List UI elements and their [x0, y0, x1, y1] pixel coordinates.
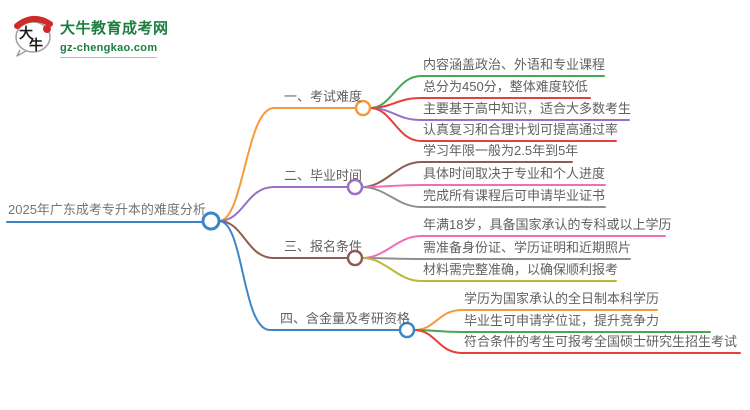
branch-node-circle-1 — [354, 99, 372, 117]
branch-connector-1 — [218, 107, 357, 222]
leaf-connector-4-3 — [413, 329, 741, 354]
root-node-circle — [201, 211, 221, 231]
logo-domain: gz-chengkao.com — [60, 41, 158, 58]
leaf-label: 学历为国家承认的全日制本科学历 — [464, 291, 660, 306]
leaf-connector-1-4 — [369, 107, 617, 142]
branch-label-graduation-time: 二、毕业时间 — [284, 168, 363, 183]
branch-label-registration-conditions: 三、报名条件 — [284, 239, 363, 254]
branch-connector-4 — [218, 220, 401, 331]
leaf-label: 完成所有课程后可申请毕业证书 — [423, 188, 606, 203]
branch-connector-2 — [218, 186, 349, 222]
logo-title: 大牛教育成考网 — [60, 20, 169, 37]
leaf-label: 具体时间取决于专业和个人进度 — [423, 166, 606, 181]
site-logo: 大 牛 大牛教育成考网 gz-chengkao.com — [12, 12, 169, 58]
leaf-label: 学习年限一般为2.5年到5年 — [423, 143, 579, 158]
leaf-label: 材料需完整准确，以确保顺利报考 — [423, 262, 619, 277]
branch-connector-3 — [218, 220, 349, 259]
leaf-connector-4-2 — [413, 329, 711, 333]
branch-node-circle-3 — [346, 249, 364, 267]
leaf-connector-2-3 — [361, 186, 606, 208]
logo-bull-icon: 大 牛 — [14, 16, 53, 57]
branch-node-circle-4 — [398, 321, 416, 339]
logo-icon-char-2: 牛 — [29, 37, 43, 53]
leaf-label: 主要基于高中知识，适合大多数考生 — [423, 101, 632, 116]
leaf-label: 需准备身份证、学历证明和近期照片 — [423, 240, 632, 255]
branch-node-circle-2 — [346, 178, 364, 196]
leaf-label: 年满18岁，具备国家承认的专科或以上学历 — [423, 217, 672, 232]
leaf-label: 符合条件的考生可报考全国硕士研究生招生考试 — [464, 334, 738, 349]
leaf-connector-3-3 — [361, 257, 617, 282]
leaf-label: 毕业生可申请学位证，提升竞争力 — [464, 313, 660, 328]
leaf-label: 认真复习和合理计划可提高通过率 — [423, 122, 619, 137]
logo-icon-char-1: 大 — [19, 25, 33, 41]
leaf-label: 总分为450分，整体难度较低 — [423, 79, 588, 94]
leaf-connector-3-2 — [361, 257, 631, 260]
leaf-label: 内容涵盖政治、外语和专业课程 — [423, 57, 606, 72]
branch-label-value-and-postgrad: 四、含金量及考研资格 — [280, 311, 411, 326]
branch-label-exam-difficulty: 一、考试难度 — [284, 89, 363, 104]
root-topic-label: 2025年广东成考专升本的难度分析 — [8, 202, 206, 217]
